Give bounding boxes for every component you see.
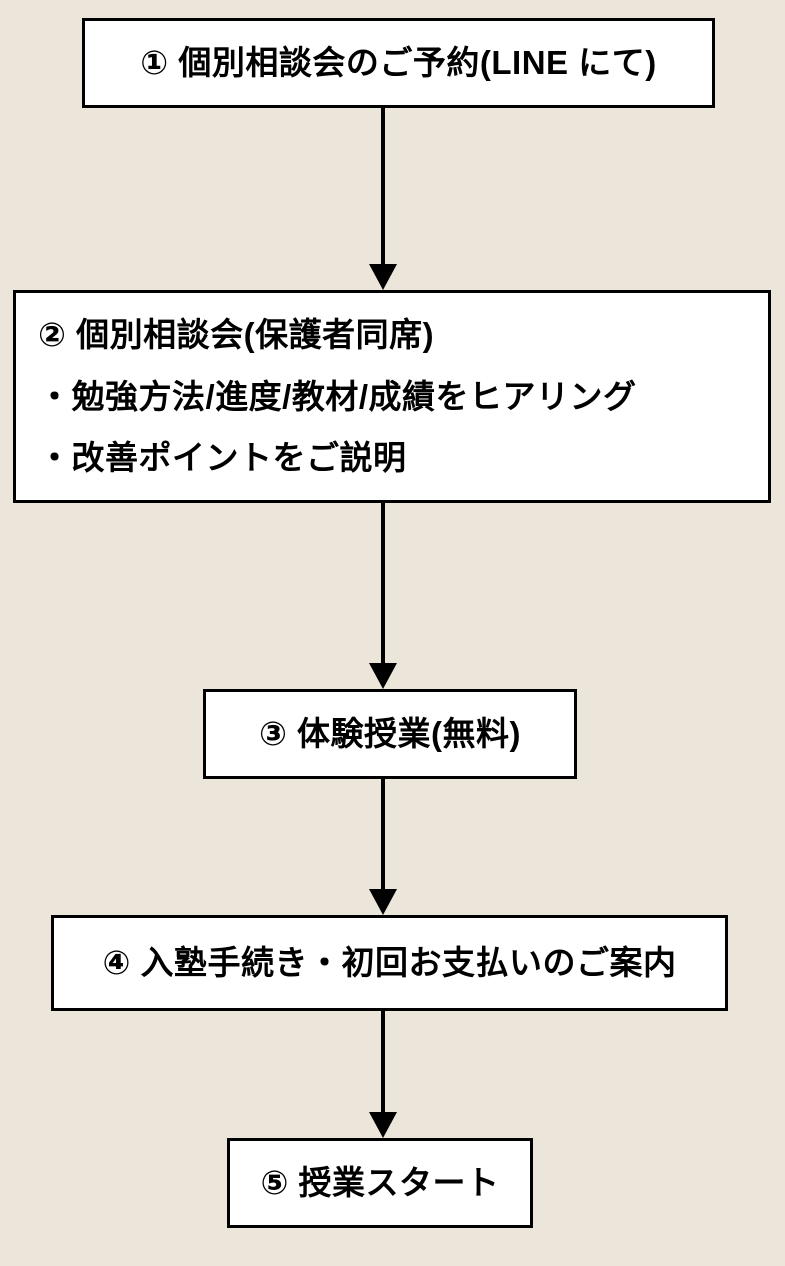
arrow-down-icon [369, 264, 397, 290]
step-2-bullet-1: ・勉強方法/進度/教材/成績をヒアリング [38, 377, 637, 415]
step-4-box: ④ 入塾手続き・初回お支払いのご案内 [51, 915, 728, 1011]
arrow-down-icon [369, 1112, 397, 1138]
arrow-down-icon [369, 663, 397, 689]
step-2-title: ② 個別相談会(保護者同席) [38, 316, 435, 354]
arrow-stem [381, 779, 385, 891]
arrow-stem [381, 108, 385, 266]
step-1-text: ① 個別相談会のご予約(LINE にて) [140, 44, 657, 82]
flow-arrow-2 [369, 503, 397, 689]
step-2-bullet-2: ・改善ポイントをご説明 [38, 438, 407, 476]
step-4-text: ④ 入塾手続き・初回お支払いのご案内 [102, 944, 677, 982]
arrow-down-icon [369, 889, 397, 915]
flow-arrow-1 [369, 108, 397, 290]
arrow-stem [381, 1011, 385, 1114]
step-3-text: ③ 体験授業(無料) [258, 715, 522, 753]
step-2-box: ② 個別相談会(保護者同席) ・勉強方法/進度/教材/成績をヒアリング ・改善ポ… [13, 290, 771, 503]
arrow-stem [381, 503, 385, 665]
step-5-text: ⑤ 授業スタート [260, 1164, 500, 1202]
flow-arrow-4 [369, 1011, 397, 1138]
step-1-box: ① 個別相談会のご予約(LINE にて) [82, 18, 715, 108]
step-5-box: ⑤ 授業スタート [227, 1138, 533, 1228]
flow-arrow-3 [369, 779, 397, 915]
step-3-box: ③ 体験授業(無料) [203, 689, 577, 779]
